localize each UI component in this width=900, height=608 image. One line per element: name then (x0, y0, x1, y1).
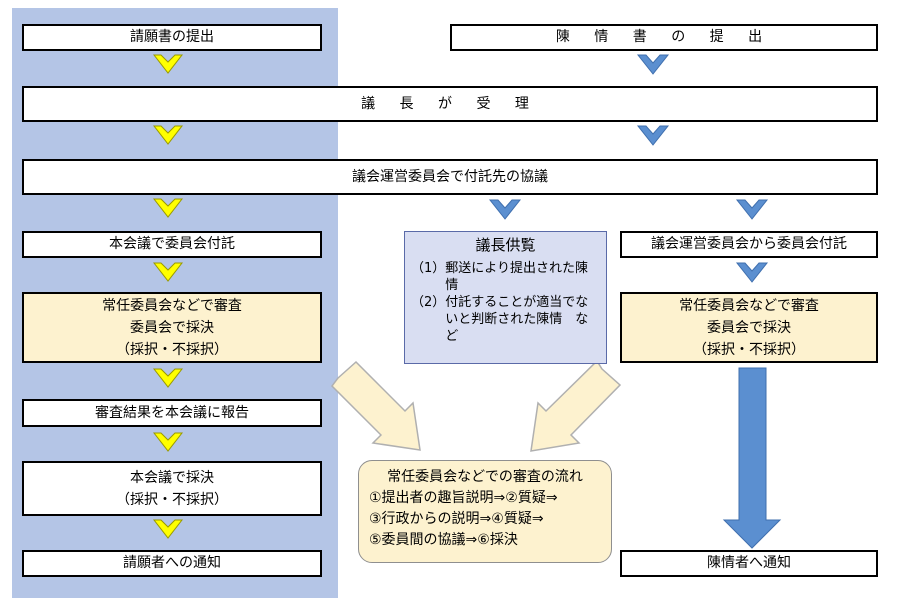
yellow-arrow-1 (153, 54, 183, 74)
review-line-3: （採択・不採択） (116, 341, 228, 358)
review-line-3: （採択・不採択） (693, 341, 805, 358)
petitioner-notify-label: 請願者への通知 (123, 555, 221, 572)
plenary-vote-box: 本会議で採決 （採択・不採択） (22, 461, 322, 516)
chinjo-notify-box: 陳情者へ通知 (620, 550, 878, 577)
diagonal-arrow-right (530, 359, 622, 452)
steering-refer-box: 議会運営委員会から委員会付託 (620, 231, 878, 258)
refer-committee-label: 本会議で委員会付託 (109, 236, 235, 253)
review-flow-title: 常任委員会などでの審査の流れ (387, 469, 583, 485)
diagonal-arrow-left (331, 360, 421, 451)
chair-view-item-1: （1） 郵送により提出された陳情 (411, 260, 600, 294)
item-number: （2） (411, 295, 446, 310)
review-line-1: 常任委員会などで審査 (102, 297, 242, 314)
blue-arrow-2 (637, 125, 669, 146)
yellow-arrow-6 (153, 432, 183, 452)
yellow-arrow-3 (153, 198, 183, 218)
review-flow-line-3: ⑤委員間の協議⇒⑥採決 (369, 532, 518, 548)
review-flow-line-2: ③行政からの説明⇒④質疑⇒ (369, 511, 544, 527)
yellow-arrow-2 (153, 125, 183, 145)
blue-arrow-3 (489, 199, 521, 220)
yellow-arrow-7 (153, 519, 183, 539)
blue-arrow-4 (736, 199, 768, 220)
chair-accept-label: 議 長 が 受 理 (361, 95, 539, 112)
plenary-vote-line-2: （採択・不採択） (116, 491, 228, 508)
chair-view-item-2: （2） 付託することが適当でないと判断された陳情 など (411, 294, 600, 345)
petition-submit-label: 請願書の提出 (130, 29, 214, 46)
review-line-1: 常任委員会などで審査 (679, 297, 819, 314)
item-text: 郵送により提出された陳情 (445, 261, 589, 293)
review-line-2: 委員会で採決 (130, 319, 214, 336)
plenary-vote-line-1: 本会議で採決 (130, 469, 214, 486)
steering-refer-label: 議会運営委員会から委員会付託 (651, 236, 847, 253)
steering-committee-box: 議会運営委員会で付託先の協議 (22, 159, 878, 195)
chinjo-submit-label: 陳 情 書 の 提 出 (555, 29, 773, 46)
committee-review-box-right: 常任委員会などで審査 委員会で採決 （採択・不採択） (620, 292, 878, 363)
chair-view-title: 議長供覧 (475, 236, 536, 254)
blue-arrow-5 (736, 262, 768, 283)
chinjo-submit-box: 陳 情 書 の 提 出 (450, 24, 878, 51)
report-box: 審査結果を本会議に報告 (22, 399, 322, 427)
refer-committee-box: 本会議で委員会付託 (22, 231, 322, 258)
long-blue-arrow (722, 367, 782, 549)
steering-committee-label: 議会運営委員会で付託先の協議 (352, 168, 548, 185)
review-line-2: 委員会で採決 (707, 319, 791, 336)
review-flow-line-1: ①提出者の趣旨説明⇒②質疑⇒ (369, 490, 558, 506)
chair-accept-box: 議 長 が 受 理 (22, 86, 878, 122)
committee-review-box-left: 常任委員会などで審査 委員会で採決 （採択・不採択） (22, 292, 322, 363)
item-number: （1） (411, 261, 446, 276)
yellow-arrow-4 (153, 262, 183, 282)
petitioner-notify-box: 請願者への通知 (22, 550, 322, 577)
chair-view-box: 議長供覧 （1） 郵送により提出された陳情 （2） 付託することが適当でないと判… (404, 231, 607, 364)
petition-submit-box: 請願書の提出 (22, 24, 322, 51)
blue-arrow-1 (637, 54, 669, 75)
review-flow-box: 常任委員会などでの審査の流れ ①提出者の趣旨説明⇒②質疑⇒ ③行政からの説明⇒④… (358, 460, 612, 563)
chinjo-notify-label: 陳情者へ通知 (707, 555, 791, 572)
report-label: 審査結果を本会議に報告 (95, 404, 249, 421)
item-text: 付託することが適当でないと判断された陳情 など (445, 295, 589, 344)
yellow-arrow-5 (153, 368, 183, 388)
